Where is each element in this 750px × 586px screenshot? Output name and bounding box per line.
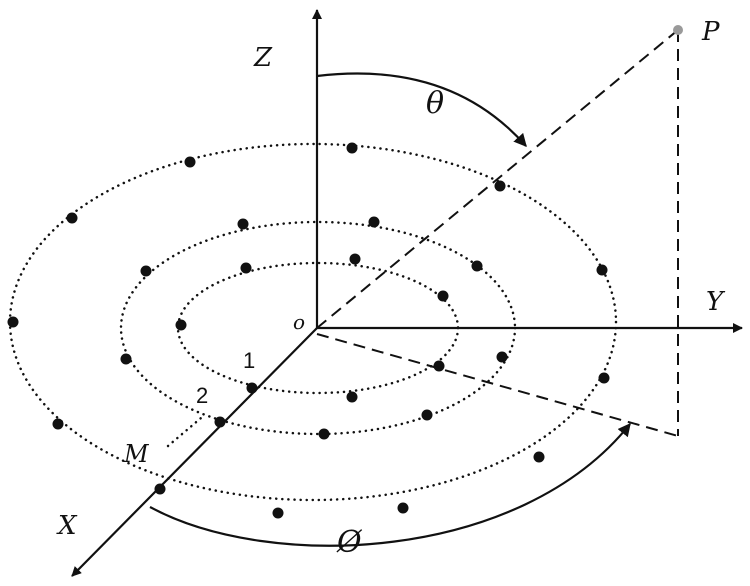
radius-vector-line xyxy=(316,29,679,329)
ring-m xyxy=(8,142,618,502)
ring-m-label: M xyxy=(123,440,150,468)
theta-arc xyxy=(316,72,527,147)
y-axis-label: Y xyxy=(706,287,726,317)
x-axis-line xyxy=(71,327,318,577)
element-dot xyxy=(437,290,449,302)
element-dot xyxy=(272,507,284,519)
element-dot xyxy=(318,428,330,440)
element-dot xyxy=(433,360,445,372)
element-dot xyxy=(496,351,508,363)
element-dot xyxy=(346,391,358,403)
element-dot xyxy=(349,253,361,265)
ring-2-label: 2 xyxy=(196,383,208,408)
element-dot xyxy=(7,316,19,328)
element-dot xyxy=(494,180,506,192)
element-dot xyxy=(598,372,610,384)
element-dot xyxy=(246,382,258,394)
element-dot xyxy=(397,502,409,514)
point-p-marker xyxy=(673,25,683,35)
element-dot xyxy=(175,319,187,331)
element-dot xyxy=(66,212,78,224)
ring-m-dots xyxy=(166,416,203,448)
array-elements xyxy=(7,142,610,519)
x-axis-label: X xyxy=(56,511,78,541)
ring-1-label: 1 xyxy=(243,348,255,373)
element-dot xyxy=(237,218,249,230)
point-p-label: P xyxy=(701,17,720,47)
element-dot xyxy=(120,353,132,365)
element-dot xyxy=(533,451,545,463)
origin-label: o xyxy=(293,310,305,334)
z-axis-label: Z xyxy=(253,43,273,73)
phi-label: Ø xyxy=(336,525,363,560)
element-dot xyxy=(184,156,196,168)
element-dot xyxy=(240,262,252,274)
element-dot xyxy=(368,216,380,228)
element-dot xyxy=(596,264,608,276)
theta-label: θ xyxy=(426,86,444,121)
ground-projection-line xyxy=(316,333,679,437)
element-dot xyxy=(154,483,166,495)
phi-arc xyxy=(149,422,631,547)
element-dot xyxy=(52,418,64,430)
element-dot xyxy=(346,142,358,154)
element-dot xyxy=(140,265,152,277)
element-dot xyxy=(421,409,433,421)
element-dot xyxy=(471,260,483,272)
